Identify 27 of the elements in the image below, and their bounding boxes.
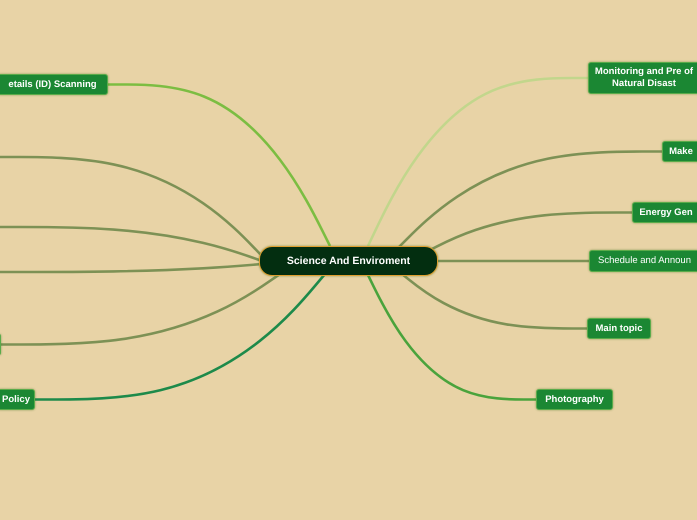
- topic-label: Main topic: [596, 322, 642, 334]
- topic-box: [587, 318, 651, 339]
- topic-box: [588, 62, 697, 94]
- topic-label: Energy Gen: [639, 206, 693, 218]
- connector-line: [397, 150, 662, 249]
- topic-box: [536, 389, 613, 410]
- connector-line: [429, 211, 632, 252]
- connector-line: [366, 274, 536, 401]
- central-topic-box: [259, 246, 438, 276]
- topic-label: Photography: [545, 394, 604, 406]
- topic-label: Monitoring and Pre of Natural Disast: [594, 66, 694, 90]
- connector-line: [437, 260, 589, 262]
- topic-label: Schedule and Announ: [598, 255, 691, 267]
- connector-line: [108, 83, 332, 247]
- topic-label: etails (ID) Scanning: [8, 78, 97, 90]
- connector-line: [0, 156, 263, 257]
- topic-box: [589, 250, 697, 272]
- topic-box: [0, 74, 108, 95]
- connector-line: [366, 76, 588, 247]
- topic-label: Science And Enviroment: [286, 255, 410, 267]
- topic-label: Make: [669, 146, 693, 158]
- topic-label: Policy: [2, 394, 30, 406]
- connector-line: [401, 273, 587, 330]
- topic-box: [0, 389, 35, 410]
- topic-box: [662, 141, 697, 162]
- connector-line: [35, 273, 326, 401]
- topic-box: [632, 202, 697, 223]
